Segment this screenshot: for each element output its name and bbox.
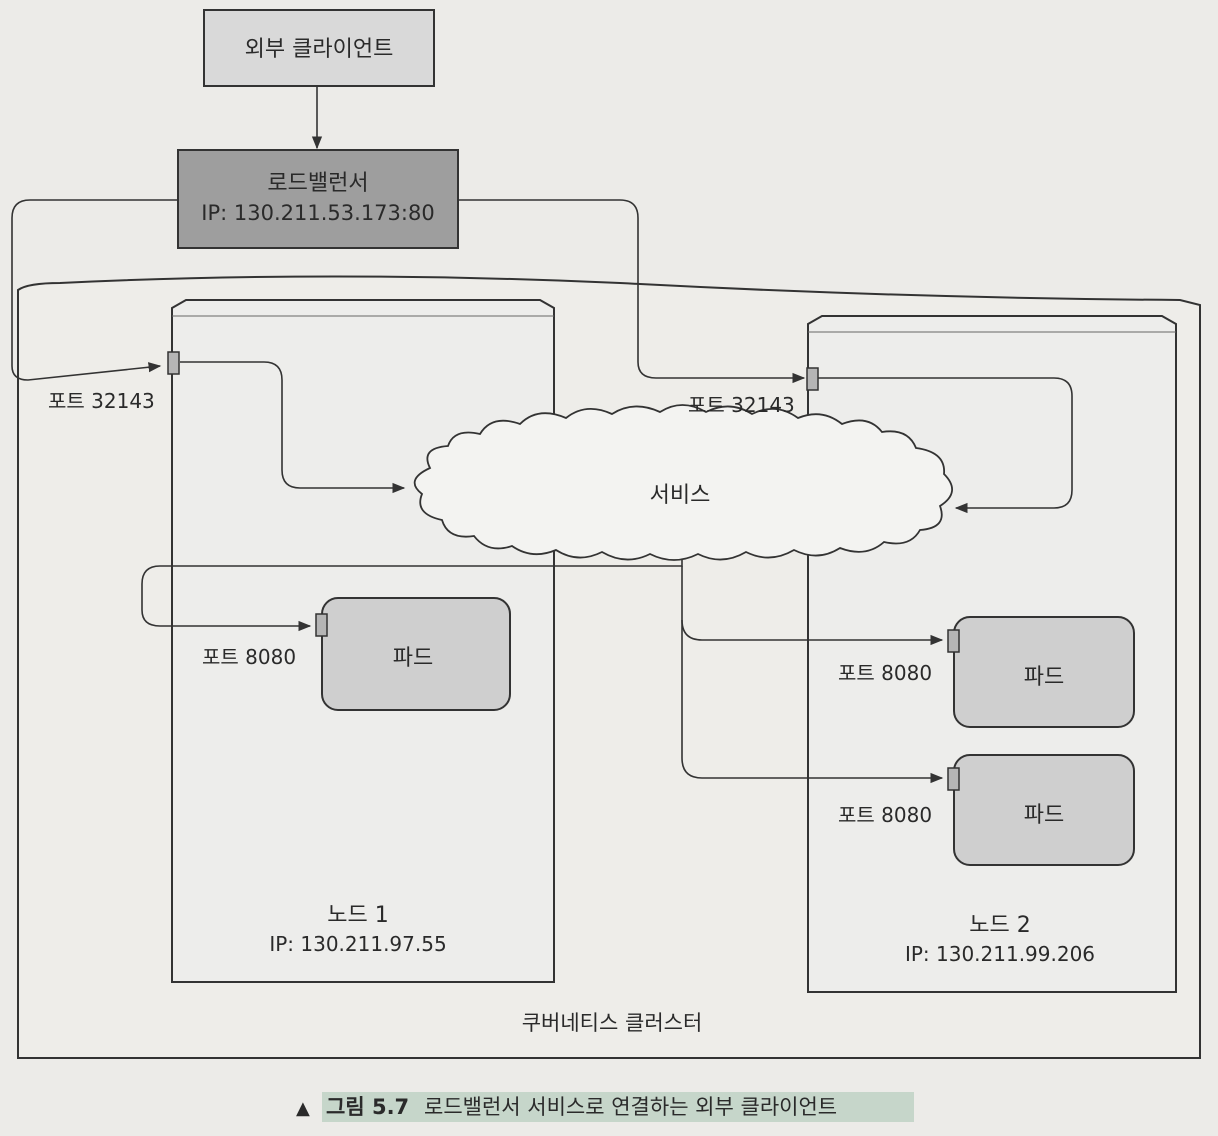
node1-pod-box	[321, 597, 511, 711]
node2-pod-a-port-marker	[947, 629, 960, 653]
node1-port-to-service-line	[180, 361, 406, 494]
node2-node-port-marker	[806, 367, 819, 391]
node2-pod-a-label: 파드	[1024, 665, 1064, 690]
load-balancer-box	[177, 149, 459, 249]
service-to-node2-pod-b-line	[681, 620, 944, 784]
service-label: 서비스	[650, 483, 711, 508]
node2-pod-a-port-label: 포트 8080	[838, 661, 932, 685]
node2-pod-b-label: 파드	[1024, 803, 1064, 828]
external-client-box	[203, 9, 435, 87]
service-cloud	[413, 404, 953, 561]
node2-port-to-service-line	[818, 377, 1073, 514]
node2-pod-b-port-label: 포트 8080	[838, 803, 932, 827]
node1-ip: IP: 130.211.97.55	[269, 932, 446, 956]
node2-ip: IP: 130.211.99.206	[905, 942, 1095, 966]
node1-node-port-marker	[167, 351, 180, 375]
service-to-node1-pod-line	[141, 530, 683, 632]
node1-pod-port-marker	[315, 613, 328, 637]
lb-to-node1-port-line	[11, 199, 178, 381]
node1-pod-port-label: 포트 8080	[202, 645, 296, 669]
caption-text: 로드밸런서 서비스로 연결하는 외부 클라이언트	[424, 1095, 837, 1119]
node2-pod-b-box	[953, 754, 1135, 866]
node1-pod-label: 파드	[393, 646, 433, 671]
node1-name: 노드 1	[327, 903, 388, 928]
lb-to-node2-port-line	[458, 199, 806, 384]
node2-pod-a-box	[953, 616, 1135, 728]
node2-pod-b-port-marker	[947, 767, 960, 791]
node2-name: 노드 2	[969, 913, 1030, 938]
load-balancer-name: 로드밸런서	[267, 171, 368, 196]
caption-marker: ▲	[296, 1098, 310, 1119]
load-balancer-ip: IP: 130.211.53.173:80	[201, 201, 434, 225]
cluster-label: 쿠버네티스 클러스터	[522, 1011, 703, 1035]
caption-number: 그림 5.7	[326, 1095, 409, 1119]
caption-highlight	[322, 1092, 914, 1122]
external-client-label: 외부 클라이언트	[245, 37, 394, 62]
node2-node-port-label: 포트 32143	[688, 393, 795, 417]
node1-node-port-label: 포트 32143	[48, 389, 155, 413]
